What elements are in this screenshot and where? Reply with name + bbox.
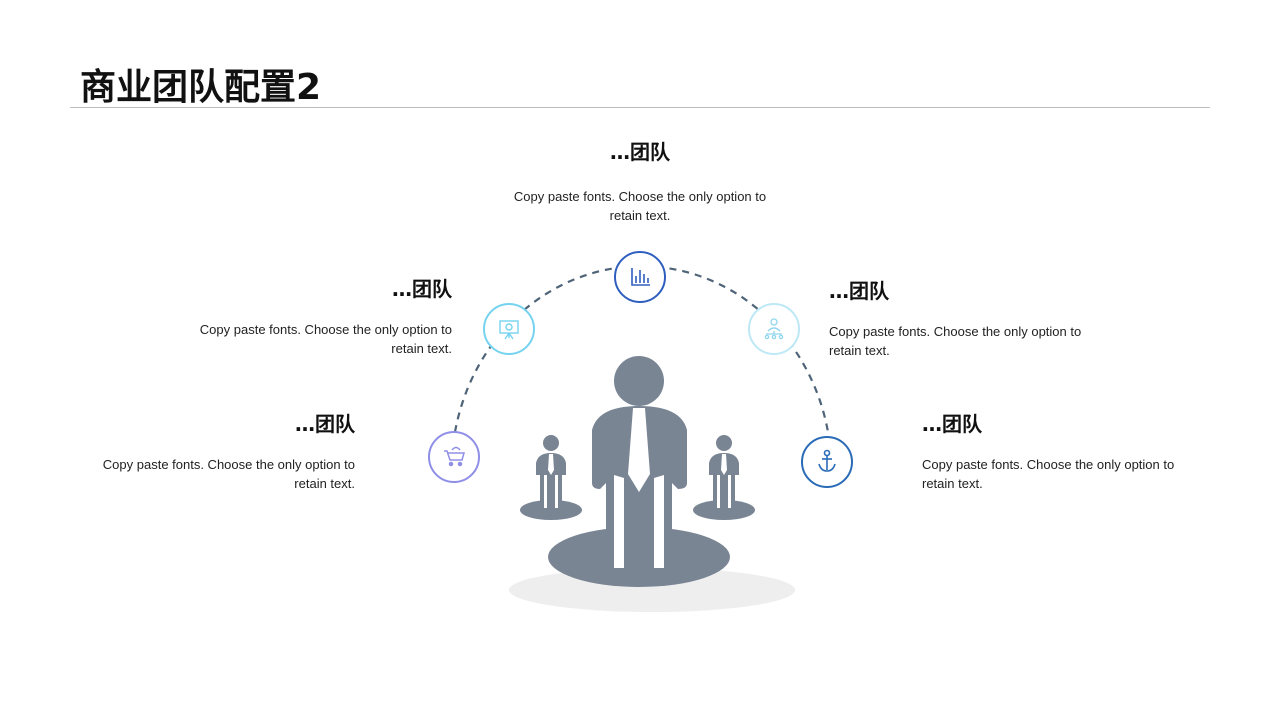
main-person-icon: [548, 356, 730, 587]
item-heading: …团队: [829, 279, 889, 303]
item-text: Copy paste fonts. Choose the only option…: [922, 457, 1175, 491]
org-chart-icon: [764, 318, 784, 340]
bar-chart-icon: [631, 268, 650, 286]
item-text: Copy paste fonts. Choose the only option…: [513, 189, 767, 223]
item-heading: …团队: [922, 412, 982, 436]
slide-title: 商业团队配置2: [80, 67, 322, 108]
item-text: Copy paste fonts. Choose the only option…: [829, 324, 1082, 358]
title-divider: [70, 107, 1210, 108]
cart-icon: [444, 446, 465, 467]
node-lower-left: [428, 431, 480, 483]
small-person-right-icon: [693, 435, 755, 520]
presentation-icon: [499, 320, 519, 340]
node-top: [614, 251, 666, 303]
node-upper-left: [483, 303, 535, 355]
item-block-top: …团队 Copy paste fonts. Choose the only op…: [505, 136, 775, 225]
item-block-upper-left: …团队 Copy paste fonts. Choose the only op…: [182, 273, 452, 358]
node-lower-right: [801, 436, 853, 488]
anchor-icon: [818, 449, 836, 472]
dashed-arc: [453, 265, 830, 433]
small-person-left-icon: [520, 435, 582, 520]
item-block-lower-right: …团队 Copy paste fonts. Choose the only op…: [922, 408, 1192, 493]
item-heading: …团队: [392, 277, 452, 301]
item-text: Copy paste fonts. Choose the only option…: [102, 457, 355, 491]
item-text: Copy paste fonts. Choose the only option…: [199, 322, 452, 356]
item-block-lower-left: …团队 Copy paste fonts. Choose the only op…: [85, 408, 355, 493]
node-upper-right: [748, 303, 800, 355]
item-block-upper-right: …团队 Copy paste fonts. Choose the only op…: [829, 275, 1099, 360]
item-heading: …团队: [610, 140, 670, 164]
item-heading: …团队: [295, 412, 355, 436]
